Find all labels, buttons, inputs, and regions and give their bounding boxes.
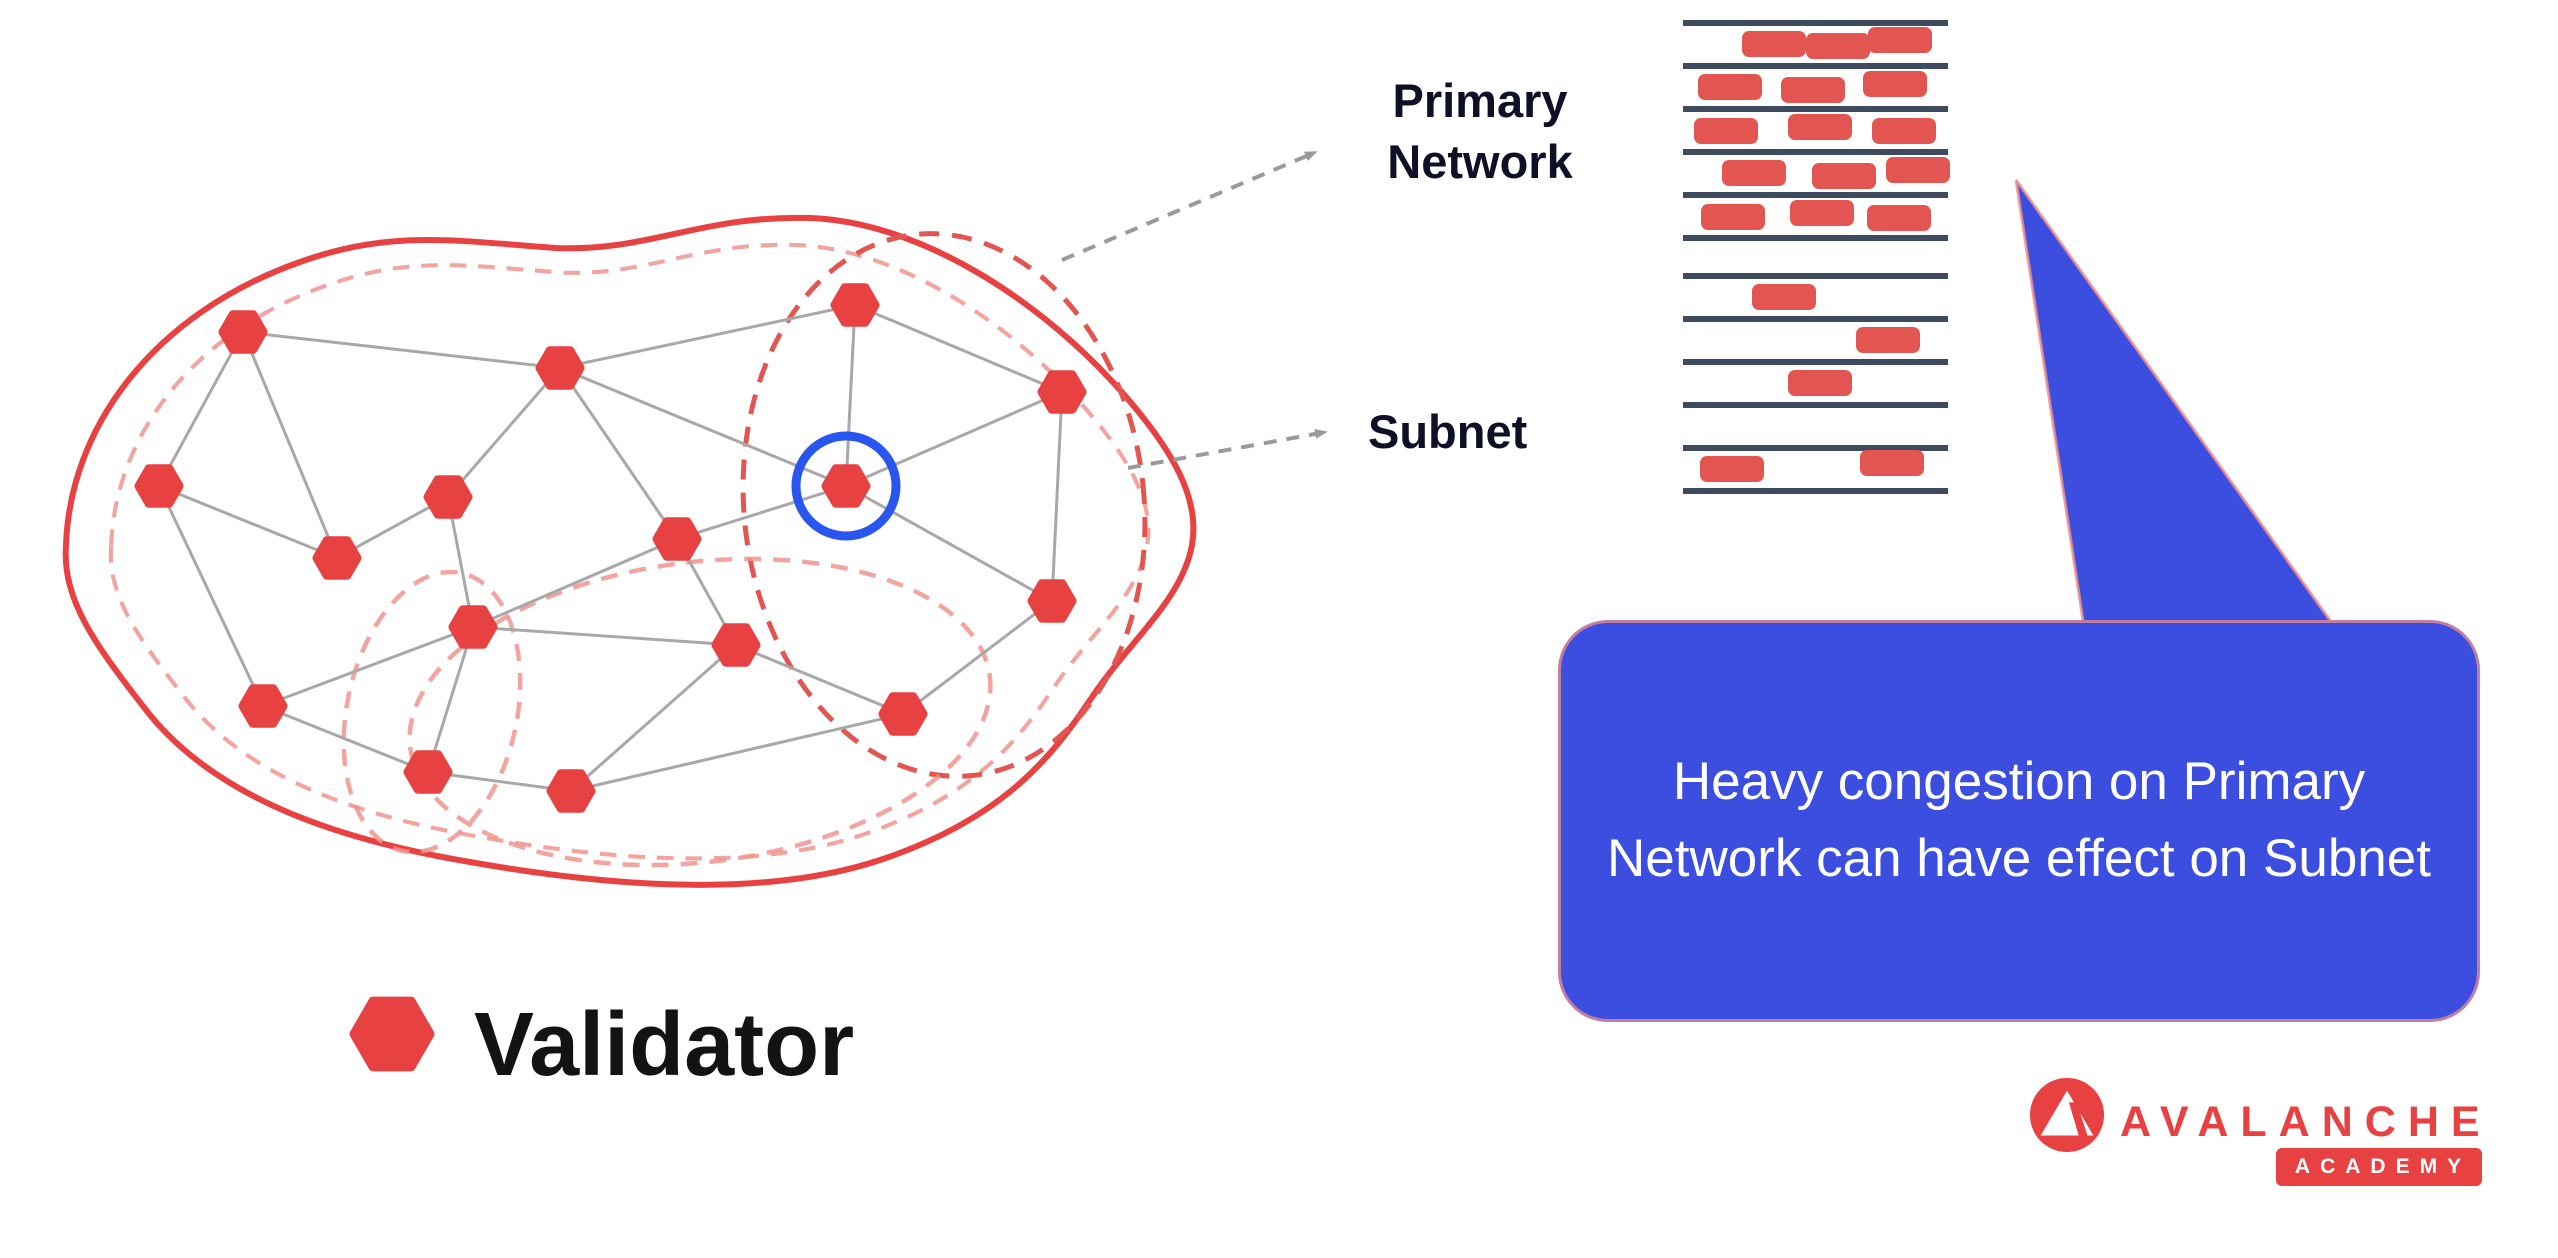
ledger-line: [1683, 106, 1948, 112]
validator-legend-icon: [349, 996, 435, 1072]
primary-network-label-line2: Network: [1387, 135, 1573, 189]
tx-block: [1788, 370, 1852, 396]
avalanche-wordmark: AVALANCHE: [2120, 1098, 2492, 1146]
network-edge: [426, 626, 475, 773]
network-edge: [559, 303, 856, 370]
inner-dashed-boundary: [108, 242, 1151, 861]
validator-node: [535, 346, 585, 390]
validator-node: [218, 310, 268, 354]
network-edge: [844, 304, 857, 487]
tx-block: [1788, 114, 1852, 140]
network-edge: [241, 331, 339, 559]
subnet-boundary-bottom: [407, 556, 993, 868]
network-edge: [262, 625, 474, 708]
network-edge: [158, 484, 338, 560]
network-edge: [446, 367, 562, 498]
validator-node: [1027, 579, 1077, 623]
ledger-line: [1683, 235, 1948, 241]
network-edge: [427, 770, 572, 793]
validator-node: [878, 692, 928, 736]
network-edge: [570, 643, 737, 793]
network-edge: [472, 537, 678, 629]
network-edge: [242, 330, 561, 370]
avalanche-academy-logo: AVALANCHE ACADEMY: [2028, 1076, 2484, 1188]
tx-block: [1886, 157, 1950, 183]
network-edge: [676, 484, 847, 541]
network-edge: [854, 303, 1063, 394]
network-edge: [735, 643, 904, 716]
primary-network-label: Primary Network: [1330, 70, 1630, 192]
network-edge: [157, 331, 245, 487]
tx-block: [1700, 456, 1764, 482]
tx-block: [1872, 118, 1936, 144]
tx-block: [1856, 327, 1920, 353]
tx-block: [1790, 200, 1854, 226]
validator-node: [134, 464, 184, 508]
callout-pointer: [2014, 179, 2347, 642]
ledger-line: [1683, 488, 1948, 494]
callout-text: Heavy congestion on Primary Network can …: [1607, 752, 2431, 888]
tx-block: [1698, 74, 1762, 100]
network-edge: [558, 367, 679, 540]
network-edge: [902, 599, 1053, 716]
tx-block: [1752, 284, 1816, 310]
validator-node: [238, 684, 288, 728]
validator-node: [423, 475, 473, 519]
validator-label: Validator: [474, 995, 855, 1095]
primary-network-blocks: [1683, 20, 1950, 241]
validator-node: [448, 605, 498, 649]
ledger-line: [1683, 273, 1948, 279]
primary-network-arrow: [1061, 150, 1318, 262]
validator-node: [403, 750, 453, 794]
tx-block: [1806, 33, 1870, 59]
ledger-line: [1683, 149, 1948, 155]
validator-node: [711, 623, 761, 667]
validator-node: [1037, 370, 1087, 414]
ledger-line: [1683, 359, 1948, 365]
ledger-line: [1683, 20, 1948, 26]
primary-network-label-line1: Primary: [1392, 74, 1568, 127]
tx-block: [1812, 163, 1876, 189]
subnet-label: Subnet: [1368, 405, 1528, 458]
block-panels: [1683, 20, 1950, 494]
academy-badge: ACADEMY: [2276, 1148, 2482, 1186]
primary-network-boundary: [62, 214, 1197, 888]
tx-block: [1781, 77, 1845, 103]
network-nodes: [134, 283, 1087, 813]
validator-node: [821, 464, 871, 508]
network-edge: [845, 484, 1053, 603]
ledger-line: [1683, 402, 1948, 408]
validator-node: [830, 283, 880, 327]
callout-bubble: Heavy congestion on Primary Network can …: [1558, 620, 2480, 1022]
tx-block: [1868, 27, 1932, 53]
subnet-boundary-left: [341, 569, 523, 855]
ledger-line: [1683, 316, 1948, 322]
subnet-arrow: [1127, 429, 1328, 470]
subnet-boundary-right: [740, 231, 1148, 779]
network-edge: [262, 704, 429, 774]
network-edge: [1050, 391, 1064, 602]
ledger-line: [1683, 63, 1948, 69]
network-edge: [157, 485, 265, 707]
tx-block: [1863, 71, 1927, 97]
network-edge: [570, 712, 904, 793]
tx-block: [1701, 204, 1765, 230]
network-edge: [845, 390, 1063, 488]
validator-node: [312, 536, 362, 580]
tx-block: [1867, 205, 1931, 231]
network-edges: [157, 303, 1064, 793]
subnet-blocks: [1683, 273, 1948, 494]
tx-block: [1860, 450, 1924, 476]
ledger-line: [1683, 445, 1948, 451]
validator-node: [652, 517, 702, 561]
network-edge: [472, 625, 737, 647]
highlighted-validator-circle: [791, 431, 901, 541]
avalanche-logo-icon: [2029, 1077, 2105, 1153]
tx-block: [1722, 160, 1786, 186]
ledger-line: [1683, 192, 1948, 198]
validator-node: [546, 769, 596, 813]
tx-block: [1742, 31, 1806, 57]
tx-block: [1694, 118, 1758, 144]
